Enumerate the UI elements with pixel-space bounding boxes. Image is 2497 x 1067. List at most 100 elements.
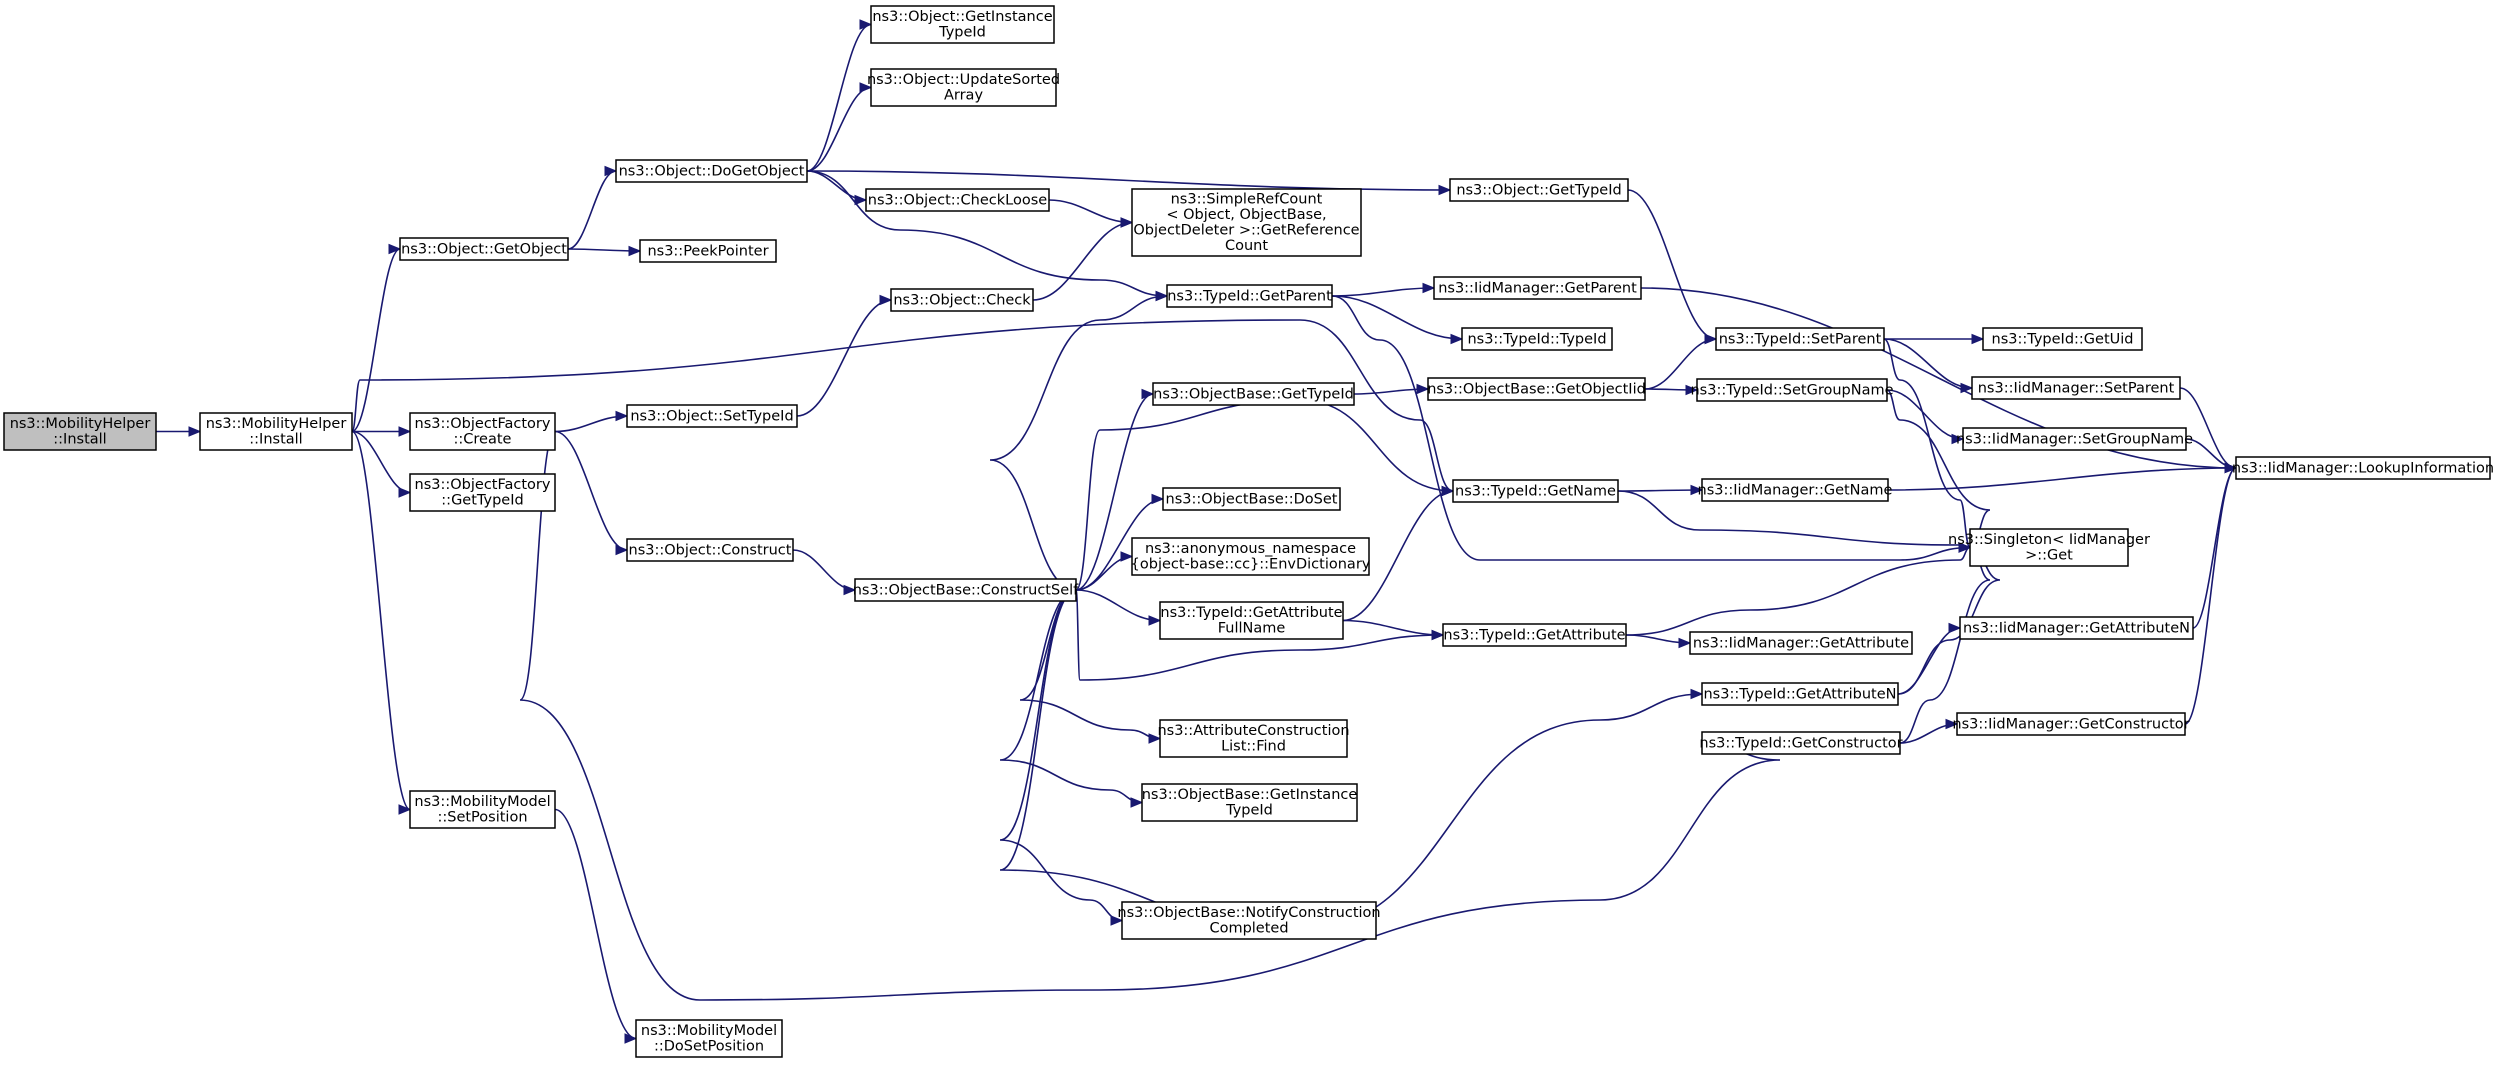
function-node[interactable]: ns3::IidManager::GetParent: [1433, 276, 1642, 300]
node-box: [1956, 712, 2186, 736]
edge-arrowhead: [1141, 388, 1155, 400]
edge-n33-n6: [1342, 485, 1455, 622]
node-box: [1689, 631, 1913, 655]
node-box: [199, 412, 353, 451]
node-box: [1962, 427, 2187, 451]
edge-line: [554, 430, 628, 551]
function-node[interactable]: ns3::Object::Check: [890, 288, 1034, 312]
function-node[interactable]: ns3::TypeId::SetParent: [1715, 327, 1885, 351]
edge-arrowhead: [1690, 688, 1704, 700]
node-box: [626, 404, 798, 428]
edge-line: [1331, 287, 1435, 297]
edge-line: [1887, 467, 2237, 491]
node-box: [1701, 731, 1901, 755]
node-box: [3, 412, 157, 451]
function-node[interactable]: ns3::Object::SetTypeId: [626, 404, 798, 428]
edge-line: [792, 549, 856, 591]
edge-n1-n3: [352, 426, 412, 437]
function-node[interactable]: ns3::MobilityModel::DoSetPosition: [635, 1019, 783, 1058]
function-node[interactable]: ns3::Singleton< IidManager >::Get: [1948, 528, 2150, 567]
edge-n7-n13: [806, 19, 873, 172]
edge-arrowhead: [398, 487, 412, 498]
function-node[interactable]: ns3::ObjectBase::DoSet: [1162, 487, 1341, 511]
edge-line: [1075, 589, 1444, 681]
function-node[interactable]: ns3::IidManager::GetName: [1698, 478, 1893, 502]
edge-arrowhead: [859, 82, 873, 93]
function-node[interactable]: ns3::TypeId::GetAttribute: [1442, 623, 1627, 647]
edge-line: [351, 430, 411, 494]
node-box: [1696, 378, 1888, 402]
function-node[interactable]: ns3::TypeId::GetName: [1452, 479, 1619, 503]
node-label: ns3::ObjectBase::GetInstance: [1142, 787, 1358, 803]
function-node[interactable]: ns3::IidManager::LookupInformation: [2232, 456, 2494, 480]
function-node[interactable]: ns3::Object::DoGetObject: [615, 159, 808, 183]
function-node[interactable]: ns3::TypeId::SetGroupName: [1690, 378, 1894, 402]
edge-line: [2192, 467, 2237, 629]
node-label: ns3::ObjectBase::GetTypeId: [1153, 386, 1354, 402]
edge-arrowhead: [388, 243, 402, 255]
edge-line: [1627, 189, 1717, 340]
function-node[interactable]: ns3::TypeId::GetParent: [1166, 284, 1333, 308]
edge-arrowhead: [1971, 333, 1985, 345]
node-box: [635, 1019, 783, 1058]
node-box: [1131, 188, 1362, 257]
function-node[interactable]: ns3::IidManager::GetAttribute: [1689, 631, 1913, 655]
function-node[interactable]: ns3::ObjectBase::GetTypeId: [1152, 382, 1355, 406]
edge-n28-n30: [1075, 551, 1134, 591]
edge-line: [554, 808, 637, 1040]
function-node[interactable]: ns3::IidManager::SetParent: [1971, 376, 2181, 400]
node-box: [1121, 901, 1377, 940]
node-box: [639, 239, 777, 263]
edge-arrowhead: [879, 294, 893, 306]
node-label: Count: [1225, 238, 1268, 254]
function-node[interactable]: ns3::ObjectBase::GetObjectIid: [1427, 377, 1646, 401]
node-box: [1449, 178, 1629, 202]
function-node[interactable]: ns3::Object::Construct: [626, 538, 794, 562]
edge-n7-n15: [806, 170, 868, 206]
node-label: ns3::TypeId::SetGroupName: [1690, 382, 1893, 398]
node-label: >::Get: [2025, 548, 2073, 564]
function-node[interactable]: ns3::anonymous_namespace{object-base::cc…: [1131, 537, 1371, 576]
edge-n11-n43: [1899, 718, 1959, 744]
function-node[interactable]: ns3::PeekPointer: [639, 239, 777, 263]
edge-line: [1342, 619, 1444, 636]
function-node[interactable]: ns3::TypeId::TypeId: [1461, 327, 1613, 351]
function-node[interactable]: ns3::Object::CheckLoose: [865, 188, 1050, 212]
edge-arrowhead: [615, 544, 629, 556]
function-node[interactable]: ns3::IidManager::GetConstructor: [1952, 712, 2190, 736]
function-node[interactable]: ns3::SimpleRefCount< Object, ObjectBase,…: [1131, 188, 1362, 257]
function-node[interactable]: ns3::TypeId::GetConstructor: [1699, 731, 1903, 755]
edge-arrowhead: [1441, 485, 1455, 497]
function-node[interactable]: ns3::TypeId::GetUid: [1982, 327, 2143, 351]
edge-arrowhead: [615, 410, 629, 422]
function-node[interactable]: ns3::MobilityHelper::Install: [199, 412, 353, 451]
function-node[interactable]: ns3::IidManager::GetAttributeN: [1959, 616, 2194, 640]
function-node[interactable]: ns3::MobilityModel::SetPosition: [409, 790, 556, 829]
node-label: ns3::Object::GetObject: [401, 241, 567, 257]
function-node[interactable]: ns3::ObjectBase::ConstructSelf: [853, 578, 1079, 602]
edge-arrowhead: [1151, 493, 1165, 505]
function-node[interactable]: ns3::IidManager::SetGroupName: [1956, 427, 2193, 451]
function-node[interactable]: ns3::ObjectFactory::GetTypeId: [409, 473, 556, 512]
edge-line: [1032, 221, 1133, 301]
function-node[interactable]: ns3::ObjectBase::NotifyConstructionCompl…: [1117, 901, 1381, 940]
function-node[interactable]: ns3::Object::GetTypeId: [1449, 178, 1629, 202]
node-label: ns3::PeekPointer: [647, 243, 768, 259]
function-node[interactable]: ns3::TypeId::GetAttributeN: [1701, 682, 1899, 706]
node-box: [2235, 456, 2491, 480]
edge-arrowhead: [398, 804, 412, 815]
node-box: [865, 188, 1050, 212]
root-node[interactable]: ns3::MobilityHelper::Install: [3, 412, 157, 451]
function-node[interactable]: ns3::Object::GetObject: [399, 237, 569, 261]
function-node[interactable]: ns3::ObjectFactory::Create: [409, 412, 556, 451]
node-box: [409, 790, 556, 829]
edge-line: [351, 248, 401, 433]
node-label: ::GetTypeId: [441, 493, 523, 509]
node-box: [1433, 276, 1642, 300]
